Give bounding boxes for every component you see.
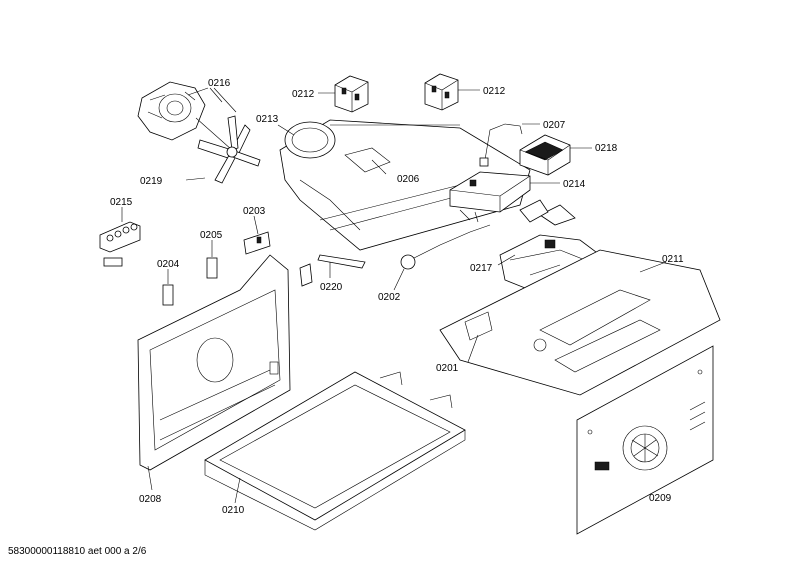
- part-0210-bottom-tray: [204, 371, 466, 531]
- label-0208: 0208: [139, 494, 162, 505]
- part-0214-control-module: [449, 171, 531, 223]
- label-0206: 0206: [397, 174, 420, 185]
- document-footer-id: 58300000118810 aet 000 a 2/6: [8, 546, 147, 557]
- label-0219: 0219: [140, 176, 163, 187]
- part-0202-lamp: [400, 224, 491, 270]
- part-0218-transformer: [519, 134, 571, 176]
- part-0217-cooling-fan: [499, 199, 601, 291]
- part-0219-fan-wheel: [197, 115, 261, 184]
- label-0203: 0203: [243, 206, 266, 217]
- part-0203-clip: [243, 231, 271, 255]
- label-0217: 0217: [470, 263, 493, 274]
- label-0215: 0215: [110, 197, 133, 208]
- label-0212-a: 0212: [292, 89, 315, 100]
- label-0201: 0201: [436, 363, 459, 374]
- part-0204-bracket: [162, 284, 174, 306]
- label-0216: 0216: [208, 78, 231, 89]
- label-0218: 0218: [595, 143, 618, 154]
- label-0212-b: 0212: [483, 86, 506, 97]
- part-0209-rear-cover: [576, 345, 714, 535]
- part-0215-terminal-block: [99, 221, 141, 267]
- label-0214: 0214: [563, 179, 586, 190]
- part-0216-fan-motor: [137, 81, 233, 151]
- label-0202: 0202: [378, 292, 401, 303]
- part-0207-cable: [479, 123, 523, 167]
- label-0213: 0213: [256, 114, 279, 125]
- part-0211-back-panel: [439, 249, 721, 396]
- label-0209: 0209: [649, 493, 672, 504]
- part-0208-side-frame: [137, 254, 291, 471]
- part-0205-bracket: [206, 257, 218, 279]
- label-0211: 0211: [662, 254, 684, 265]
- label-0220: 0220: [320, 282, 343, 293]
- label-0207: 0207: [543, 120, 566, 131]
- part-0220-sensor: [299, 254, 366, 287]
- label-0205: 0205: [200, 230, 223, 241]
- label-0210: 0210: [222, 505, 245, 516]
- part-0212-relay-b: [424, 73, 459, 111]
- part-0212-relay-a: [334, 75, 369, 113]
- label-0204: 0204: [157, 259, 180, 270]
